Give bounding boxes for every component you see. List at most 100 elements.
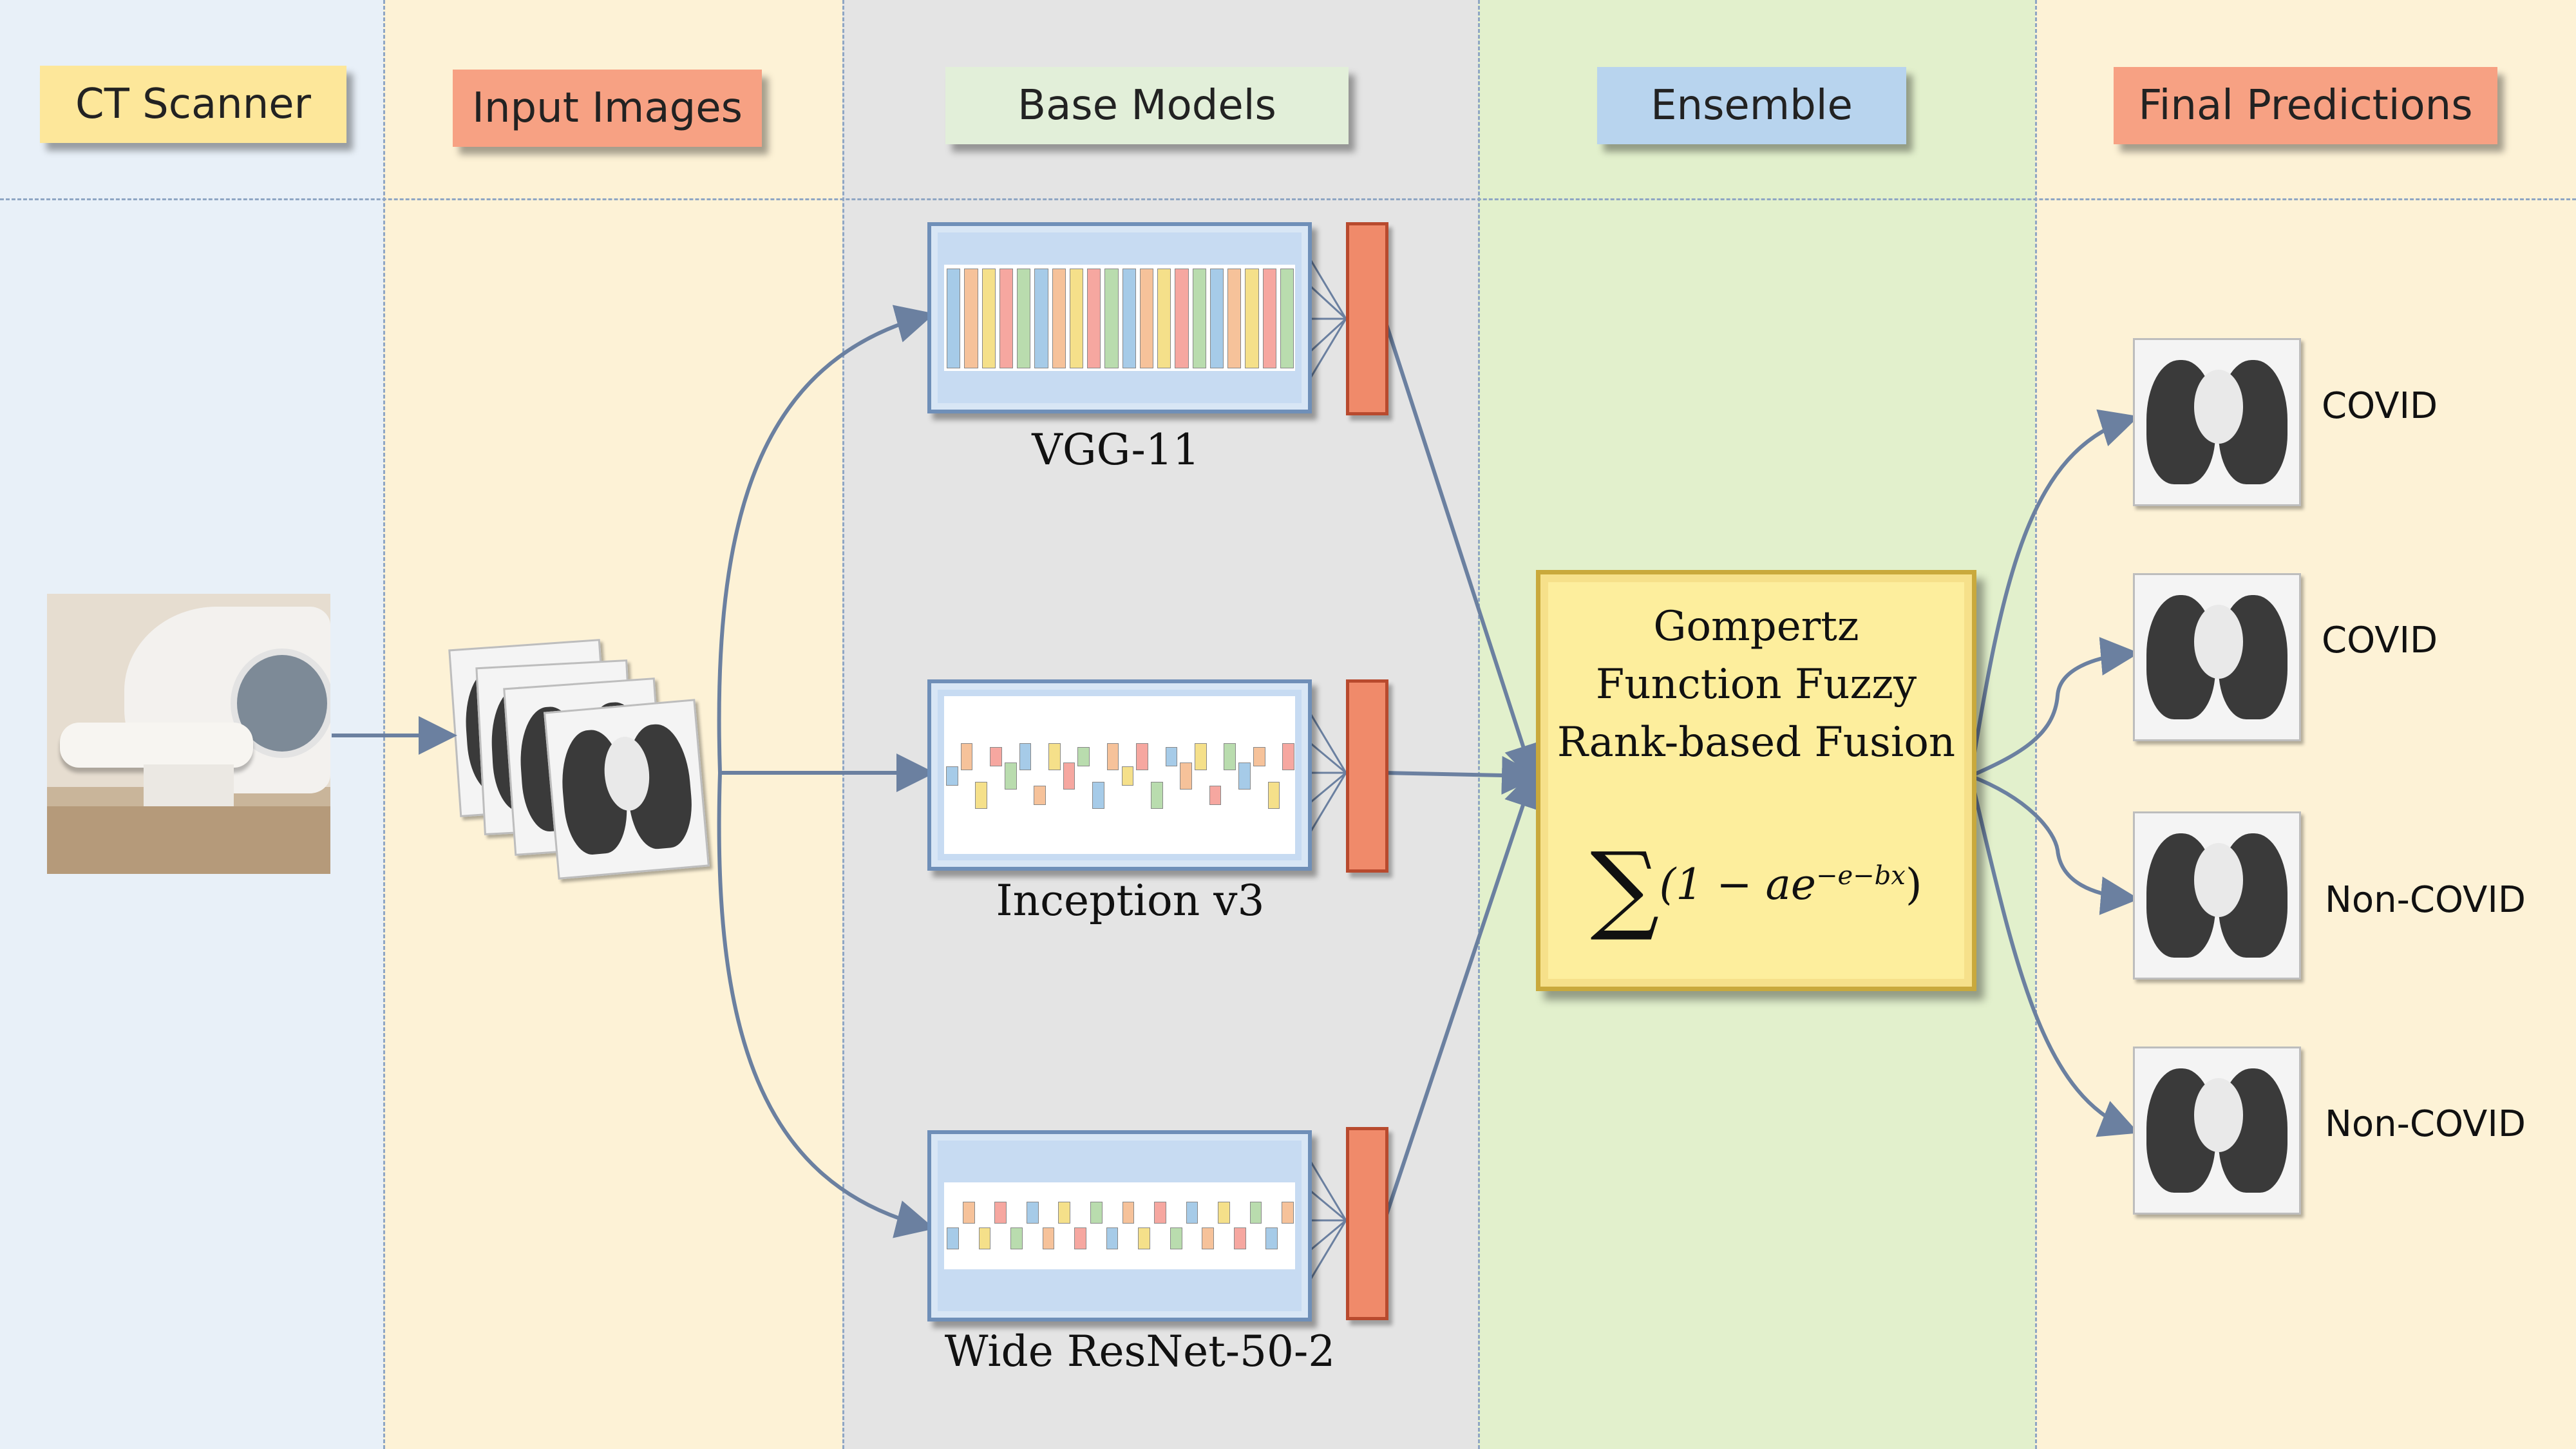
arrow-vgg-to-fusion: [1383, 318, 1542, 784]
layer-block: [1262, 269, 1276, 368]
layer-block: [1139, 269, 1153, 368]
prediction-ct-image-1: [2133, 338, 2301, 506]
formula-close: ): [1905, 860, 1922, 909]
header-input-images: Input Images: [453, 70, 762, 147]
layer-block: [1017, 269, 1031, 368]
layer-block: [1209, 269, 1224, 368]
layer-block: [1175, 269, 1189, 368]
layer-block: [1077, 746, 1090, 766]
divider: [842, 0, 844, 1449]
fusion-title-line3: Rank-based Fusion: [1557, 719, 1956, 766]
header-separator: [0, 198, 2576, 200]
wideresnet-output-layer: [1346, 1127, 1388, 1320]
arrow-to-pred-3: [1969, 774, 2139, 915]
divider: [2035, 0, 2037, 1449]
divider: [1478, 0, 1480, 1449]
layer-block: [1267, 781, 1280, 809]
layer-block: [1010, 1227, 1023, 1249]
layer-block: [1090, 1201, 1103, 1224]
formula-body: (1 − ae: [1659, 860, 1816, 909]
fusion-title: Gompertz Function Fuzzy Rank-based Fusio…: [1540, 598, 1972, 772]
layer-block: [981, 269, 996, 368]
inception-architecture-diagram: [944, 696, 1295, 854]
layer-block: [960, 743, 973, 770]
vgg11-architecture-diagram: [944, 265, 1295, 371]
layer-block: [1282, 1201, 1294, 1224]
prediction-label-4: Non-COVID: [2325, 1103, 2526, 1145]
prediction-label-3: Non-COVID: [2325, 879, 2526, 921]
layer-block: [1282, 743, 1294, 770]
fan-lines-wideresnet: [1306, 1155, 1347, 1285]
layer-block: [1069, 269, 1083, 368]
heart: [2193, 1077, 2244, 1152]
arrow-to-pred-2: [1969, 637, 2139, 778]
layer-block: [1092, 781, 1104, 809]
ct-scanner-image: [47, 594, 330, 874]
layer-block: [1138, 1227, 1151, 1249]
vgg11-model-box: [927, 222, 1312, 413]
layer-block: [1245, 269, 1259, 368]
layer-block: [964, 269, 978, 368]
fusion-title-line1: Gompertz: [1653, 603, 1859, 650]
layer-block: [1048, 743, 1061, 770]
layer-block: [994, 1201, 1007, 1224]
fan-lines-inception: [1306, 708, 1347, 838]
inception-model-box: [927, 679, 1312, 871]
scanner-table: [60, 723, 253, 768]
header-base-models: Base Models: [945, 67, 1349, 144]
wideresnet-architecture-diagram: [944, 1182, 1295, 1269]
layer-block: [947, 269, 961, 368]
layer-block: [1233, 1227, 1246, 1249]
header-ensemble: Ensemble: [1597, 67, 1906, 144]
layer-block: [1087, 269, 1101, 368]
layer-block: [1034, 785, 1046, 805]
layer-block: [1121, 766, 1134, 786]
layer-block: [1154, 1201, 1166, 1224]
layer-block: [1209, 785, 1222, 805]
layer-block: [1224, 743, 1236, 770]
inception-label: Inception v3: [996, 876, 1265, 925]
layer-block: [1106, 1227, 1119, 1249]
arrow-to-vgg: [717, 305, 935, 773]
formula-exponent: −e−bx: [1815, 861, 1906, 891]
header-ct-scanner: CT Scanner: [40, 66, 346, 143]
prediction-label-2: COVID: [2322, 620, 2438, 661]
fusion-box: Gompertz Function Fuzzy Rank-based Fusio…: [1536, 570, 1976, 991]
layer-block: [990, 746, 1002, 766]
layer-block: [1192, 269, 1206, 368]
layer-block: [1165, 746, 1178, 766]
layer-block: [1150, 781, 1163, 809]
divider: [383, 0, 385, 1449]
layer-block: [1195, 743, 1207, 770]
fusion-title-line2: Function Fuzzy: [1595, 661, 1917, 708]
layer-block: [1034, 269, 1048, 368]
layer-block: [1227, 269, 1242, 368]
layer-block: [978, 1227, 991, 1249]
vgg11-label: VGG-11: [1032, 425, 1200, 475]
layer-block: [1170, 1227, 1182, 1249]
layer-block: [1074, 1227, 1086, 1249]
layer-block: [1218, 1201, 1230, 1224]
wideresnet-label: Wide ResNet-50-2: [944, 1327, 1336, 1376]
arrow-inception-to-fusion: [1384, 755, 1540, 795]
layer-block: [1106, 743, 1119, 770]
wideresnet-model-box: [927, 1130, 1312, 1321]
heart: [2193, 369, 2244, 444]
layer-block: [1063, 762, 1075, 790]
inception-output-layer: [1346, 679, 1388, 873]
layer-block: [1238, 762, 1251, 790]
prediction-ct-image-2: [2133, 573, 2301, 741]
layer-block: [1180, 762, 1193, 790]
arrow-to-pred-4: [1969, 775, 2139, 1137]
layer-block: [1136, 743, 1148, 770]
layer-block: [1026, 1201, 1039, 1224]
header-final-predictions: Final Predictions: [2114, 67, 2497, 144]
scanner-floor: [47, 806, 330, 874]
layer-block: [1004, 762, 1017, 790]
arrow-wideresnet-to-fusion: [1383, 768, 1542, 1221]
layer-block: [1157, 269, 1171, 368]
prediction-label-1: COVID: [2322, 385, 2438, 427]
layer-block: [1052, 269, 1066, 368]
layer-block: [1280, 269, 1294, 368]
